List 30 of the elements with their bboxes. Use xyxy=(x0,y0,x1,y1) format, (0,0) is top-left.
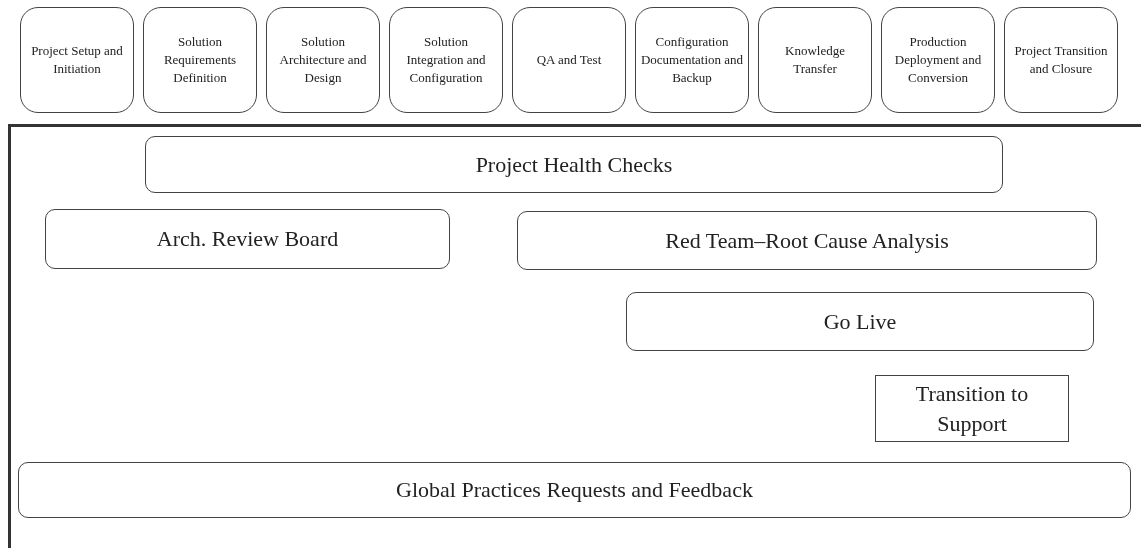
activity-box xyxy=(45,209,450,269)
phase-box xyxy=(266,7,380,113)
phase-box xyxy=(881,7,995,113)
activity-box xyxy=(875,375,1069,442)
activity-box xyxy=(18,462,1131,518)
activity-box xyxy=(145,136,1003,193)
phase-box xyxy=(389,7,503,113)
phase-box xyxy=(143,7,257,113)
box-label: Production Deployment and Conversion xyxy=(893,33,983,87)
box-label: QA and Test xyxy=(536,51,602,69)
phase-box xyxy=(758,7,872,113)
box-label: Global Practices Requests and Feedback xyxy=(396,476,753,504)
phase-box xyxy=(512,7,626,113)
box-label: Knowledge Transfer xyxy=(784,42,846,78)
activity-box xyxy=(626,292,1094,351)
box-label: Configuration Documentation and Backup xyxy=(640,33,744,87)
phase-box xyxy=(1004,7,1118,113)
box-label: Go Live xyxy=(823,307,897,336)
box-label: Project Health Checks xyxy=(475,150,673,179)
phase-box xyxy=(20,7,134,113)
box-label: Project Setup and Initiation xyxy=(30,42,124,78)
box-label: Solution Requirements Definition xyxy=(162,33,238,87)
activity-box xyxy=(517,211,1097,270)
box-label: Solution Architecture and Design xyxy=(278,33,368,87)
box-label: Arch. Review Board xyxy=(156,225,339,253)
box-label: Project Transition and Closure xyxy=(1013,42,1109,78)
box-label: Transition to Support xyxy=(914,379,1030,438)
phase-box xyxy=(635,7,749,113)
box-label: Red Team–Root Cause Analysis xyxy=(665,226,949,255)
box-label: Solution Integration and Configuration xyxy=(405,33,487,87)
